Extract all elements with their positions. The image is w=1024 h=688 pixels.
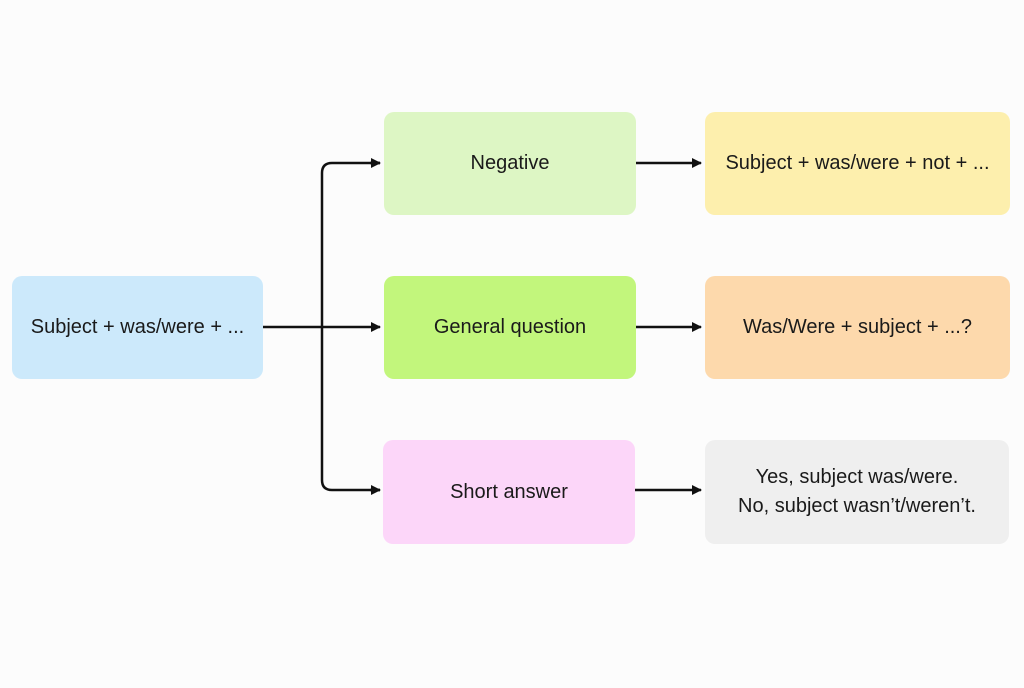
general-question-label: General question <box>433 316 587 338</box>
question-form-text: Was/Were + subject + ...? <box>743 316 972 338</box>
negative-form-text: Subject + was/were + not + ... <box>725 152 990 174</box>
short-answer-label: Short answer <box>450 480 568 503</box>
short-answer-yes-text: Yes, subject was/were. <box>755 466 959 488</box>
source-structure-label: Subject + was/were + ... <box>30 316 245 338</box>
source-structure-box: Subject + was/were + ... <box>12 276 263 379</box>
short-answer-no-text: No, subject wasn’t/weren’t. <box>738 495 976 517</box>
short-answer-form-box: Yes, subject was/were. No, subject wasn’… <box>705 440 1009 544</box>
question-form-box: Was/Were + subject + ...? <box>705 276 1010 379</box>
negative-form-box: Subject + was/were + not + ... <box>705 112 1010 215</box>
branch-trunk-line <box>320 161 380 492</box>
general-question-box: General question <box>384 276 636 379</box>
short-answer-box: Short answer <box>383 440 635 544</box>
negative-box: Negative <box>384 112 636 215</box>
negative-label: Negative <box>470 152 550 174</box>
